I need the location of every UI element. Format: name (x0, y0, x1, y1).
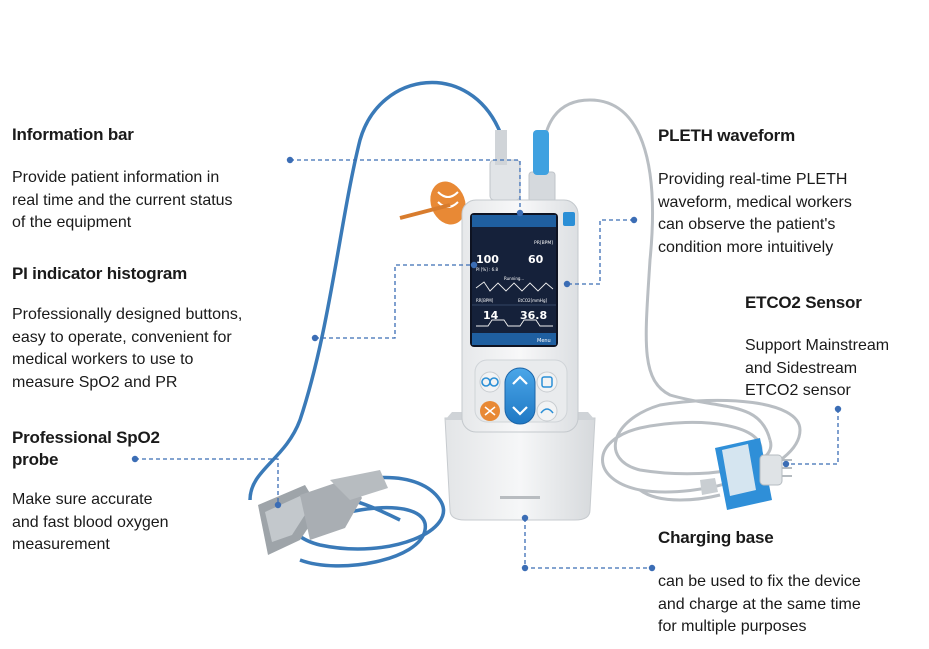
spo2-probe-line: Make sure accurate (12, 491, 153, 508)
pi-histogram-line: Professionally designed buttons, (12, 306, 243, 323)
monitor-screen: PR[BPM] PI [%] : 6.8 100 60 Running... R… (470, 213, 558, 347)
screen-pi-label: PI [%] : 6.8 (476, 267, 498, 272)
screen-pr-value: 60 (528, 253, 544, 266)
screen-pr-label: PR[BPM] (534, 240, 553, 246)
etco2-callout: ETCO2 Sensor Support Mainstream and Side… (745, 292, 920, 403)
screen-etco2-value: 36.8 (520, 309, 547, 322)
pleth-callout: PLETH waveform Providing real-time PLETH… (658, 125, 918, 259)
etco2-title: ETCO2 Sensor (745, 293, 862, 312)
charging-line: for multiple purposes (658, 618, 807, 635)
charging-line: and charge at the same time (658, 595, 861, 613)
spo2-probe-line: measurement (12, 536, 110, 553)
info-bar-callout: Information bar Provide patient informat… (12, 124, 272, 235)
spo2-probe-title: Professional SpO2 (12, 428, 160, 447)
monitor-keypad (479, 367, 558, 425)
alarm-mute-icon (484, 406, 496, 416)
screen-etco2-label: EtCO2[mmHg] (518, 298, 547, 303)
cable-clip (399, 181, 466, 225)
pi-histogram-callout: PI indicator histogram Professionally de… (12, 263, 292, 394)
etco2-line: and Sidestream (745, 359, 858, 377)
menu-icon (541, 376, 553, 388)
pleth-line: can observe the patient's (658, 216, 836, 233)
pi-histogram-line: easy to operate, convenient for (12, 328, 232, 346)
pleth-line: Providing real-time PLETH (658, 171, 848, 188)
charging-line: can be used to fix the device (658, 573, 861, 590)
screen-menu-label: Menu (537, 338, 551, 344)
pi-histogram-title: PI indicator histogram (12, 264, 188, 283)
info-bar-line: Provide patient information in (12, 169, 220, 186)
etco2-cable (541, 98, 802, 502)
etco2-sensor (700, 438, 792, 510)
spo2-probe-title: probe (12, 450, 59, 469)
screen-spo2-value: 100 (476, 253, 499, 266)
pleth-line: waveform, medical workers (658, 193, 852, 211)
pi-histogram-line: medical workers to use to (12, 351, 194, 368)
down-arrow-icon (512, 406, 528, 416)
info-bar-line: real time and the current status (12, 191, 233, 209)
info-bar-title: Information bar (12, 125, 134, 144)
pleth-line: condition more intuitively (658, 238, 834, 256)
callout-dots (131, 156, 842, 572)
up-arrow-icon (512, 375, 528, 385)
charging-callout: Charging base can be used to fix the dev… (658, 527, 918, 639)
spo2-finger-clip (258, 470, 388, 555)
info-bar-line: of the equipment (12, 214, 132, 231)
screen-rr-label: RR[BPM] (476, 298, 494, 303)
spo2-probe-callout: Professional SpO2 probe Make sure accura… (12, 427, 232, 557)
charging-title: Charging base (658, 528, 774, 547)
screen-rr-value: 14 (483, 309, 499, 322)
pi-histogram-line: measure SpO2 and PR (12, 373, 178, 391)
return-icon (540, 408, 554, 414)
pleth-title: PLETH waveform (658, 126, 796, 145)
screen-status: Running... (504, 276, 524, 281)
spo2-probe-line: and fast blood oxygen (12, 513, 169, 531)
etco2-line: Support Mainstream (745, 337, 890, 354)
etco2-line: ETCO2 sensor (745, 382, 851, 399)
